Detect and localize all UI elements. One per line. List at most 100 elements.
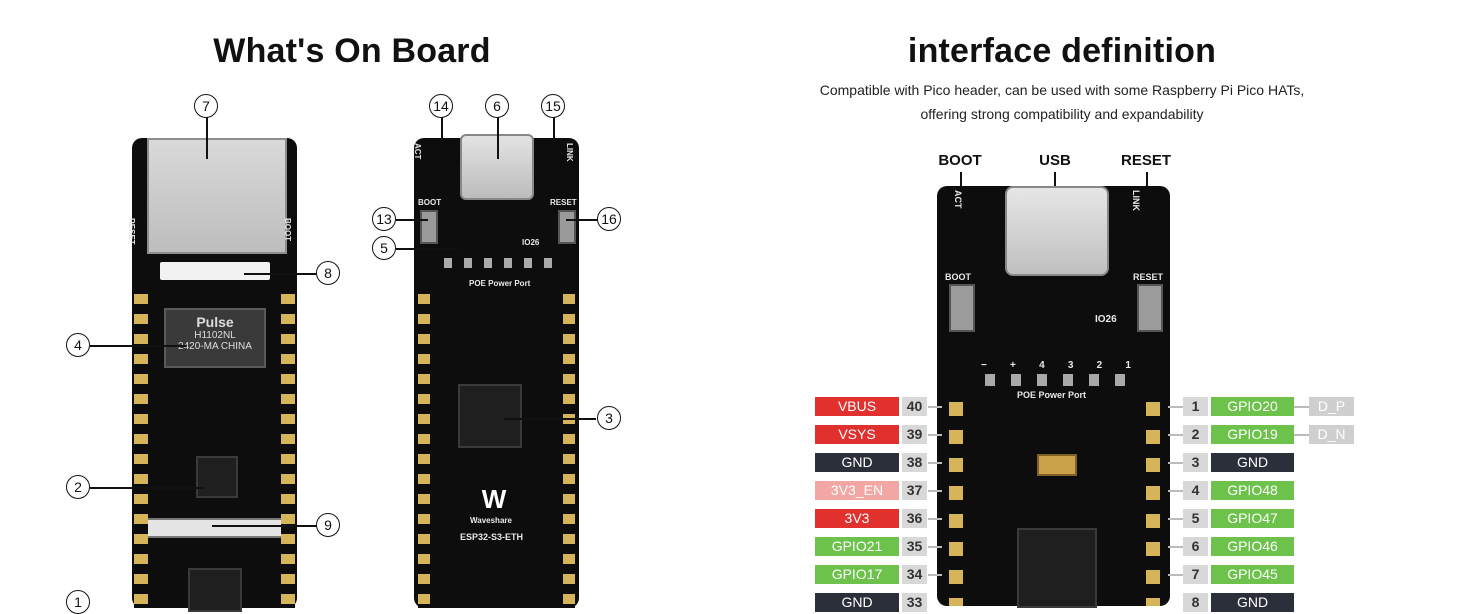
pinout-silk-io26: IO26 [1095,314,1117,325]
usb-label: USB [1039,152,1071,169]
boot-button [420,210,438,244]
pinout-silk-reset: RESET [1133,272,1164,282]
pin-connector [928,518,942,520]
pin-number: 36 [902,509,927,528]
pin-name: GPIO48 [1211,481,1294,500]
silk-reset-b: RESET [550,198,577,207]
pinout-reset-button [1137,284,1163,332]
poe-pin-label-2: 2 [1096,360,1103,371]
poe-header [438,258,558,268]
pin-name: GPIO20 [1211,397,1294,416]
leader-2 [90,487,204,489]
pin-connector [1168,518,1184,520]
pin-name: GPIO21 [815,537,899,556]
pin-number: 3 [1183,453,1208,472]
phy-chip [196,456,238,498]
board-front-image: RESET BOOT Pulse H1102NL 2420-MA CHINA [127,138,297,612]
callout-5: 5 [372,236,396,260]
leader-8 [244,273,316,275]
pin-name: VBUS [815,397,899,416]
silk-poe-port: POE Power Port [469,279,531,288]
pin-name: GPIO47 [1211,509,1294,528]
pinout-silk-boot: BOOT [945,272,971,282]
callout-2: 2 [66,475,90,499]
pulse-transformer: Pulse H1102NL 2420-MA CHINA [164,308,266,368]
pin-connector [1168,574,1184,576]
reset-label: RESET [1120,152,1171,169]
pin-number: 2 [1183,425,1208,444]
silk-act: ACT [413,143,422,160]
pulse-model: H1102NL [194,330,236,341]
pinout-silk-act: ACT [953,190,963,209]
pin-name: GND [1211,453,1294,472]
pin-number: 1 [1183,397,1208,416]
pin-extra-connector [1294,406,1310,408]
silk-reset: RESET [127,218,136,245]
pin-name: GPIO19 [1211,425,1294,444]
callout-1: 1 [66,590,90,614]
right-panel-subtitle-2: offering strong compatibility and expand… [920,106,1204,122]
pin-extra-label: D_N [1309,425,1354,444]
callout-4: 4 [66,333,90,357]
poe-header-pins [977,374,1133,386]
pin-extra-label: D_P [1309,397,1354,416]
header-8-connector [160,262,270,280]
pin-name: GND [815,453,899,472]
pin-connector [928,462,942,464]
callout-14: 14 [429,94,453,118]
silk-io26: IO26 [522,238,540,247]
poe-pin-label-plus: + [1010,360,1016,371]
pin-connector [1168,406,1184,408]
leader-16 [566,219,598,221]
callout-6: 6 [485,94,509,118]
poe-pin-label-1: 1 [1125,360,1131,371]
pin-number: 37 [902,481,927,500]
pin-connector [928,574,942,576]
esp32-module [188,568,242,612]
pin-number: 6 [1183,537,1208,556]
pin-number: 35 [902,537,927,556]
poe-pin-label-4: 4 [1039,360,1045,371]
leader-13 [396,219,428,221]
board-pinout-image: ACT LINK BOOT RESET IO26 − + 4 3 2 1 POE… [937,186,1170,608]
pin-name: GPIO45 [1211,565,1294,584]
pinout-silk-link: LINK [1131,190,1141,211]
leader-3 [504,418,596,420]
pinout-silk-poe-port: POE Power Port [1017,390,1087,400]
fpc-connector [144,518,290,538]
boot-label: BOOT [938,152,982,169]
pin-name: 3V3 [815,509,899,528]
pin-connector [928,434,942,436]
pin-name: VSYS [815,425,899,444]
left-pad-column [134,288,148,608]
callout-8: 8 [316,261,340,285]
pulse-brand: Pulse [196,314,234,330]
left-pad-column-b [418,288,430,608]
pin-connector [1168,490,1184,492]
leader-6 [497,117,499,159]
right-panel-title: interface definition [907,32,1217,70]
pin-number: 7 [1183,565,1208,584]
pin-name: GND [1211,593,1294,612]
silk-boot-b: BOOT [418,198,442,207]
silk-brand: Waveshare [470,516,512,525]
leader-5 [396,248,458,250]
callout-9: 9 [316,513,340,537]
silk-board-name: ESP32-S3-ETH [460,532,524,542]
rj45-connector [147,138,287,254]
silk-boot: BOOT [283,218,292,242]
callout-7: 7 [194,94,218,118]
callout-16: 16 [597,207,621,231]
pin-connector [1168,462,1184,464]
poe-pin-label-minus: − [981,360,987,371]
pin-name: GND [815,593,899,612]
waveshare-logo: W [481,484,507,514]
leader-7 [206,117,208,159]
silk-link: LINK [565,143,574,162]
pin-name: GPIO17 [815,565,899,584]
pin-number: 38 [902,453,927,472]
pin-connector [1168,434,1184,436]
pulse-code: 2420-MA CHINA [178,341,252,352]
pin-connector [928,406,942,408]
pin-extra-connector [1294,434,1310,436]
